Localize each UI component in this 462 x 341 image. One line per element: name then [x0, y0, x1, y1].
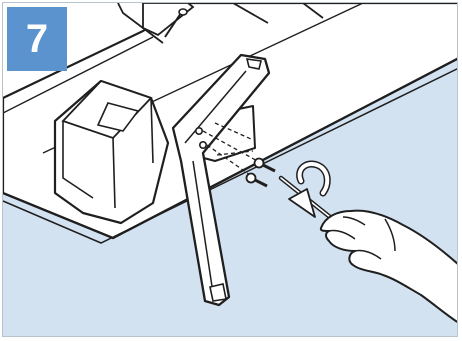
instruction-panel: 7: [2, 2, 458, 337]
step-number: 7: [26, 19, 48, 59]
tv-back-pin-head: [179, 9, 187, 15]
step-number-badge: 7: [7, 7, 67, 71]
right-stand-leg-foot: [210, 284, 226, 301]
right-stand-leg-top: [247, 59, 261, 69]
screw-hole-lower: [200, 142, 206, 148]
screw-hole-upper: [196, 128, 202, 134]
tv-stand-assembly-illustration: [3, 3, 458, 337]
